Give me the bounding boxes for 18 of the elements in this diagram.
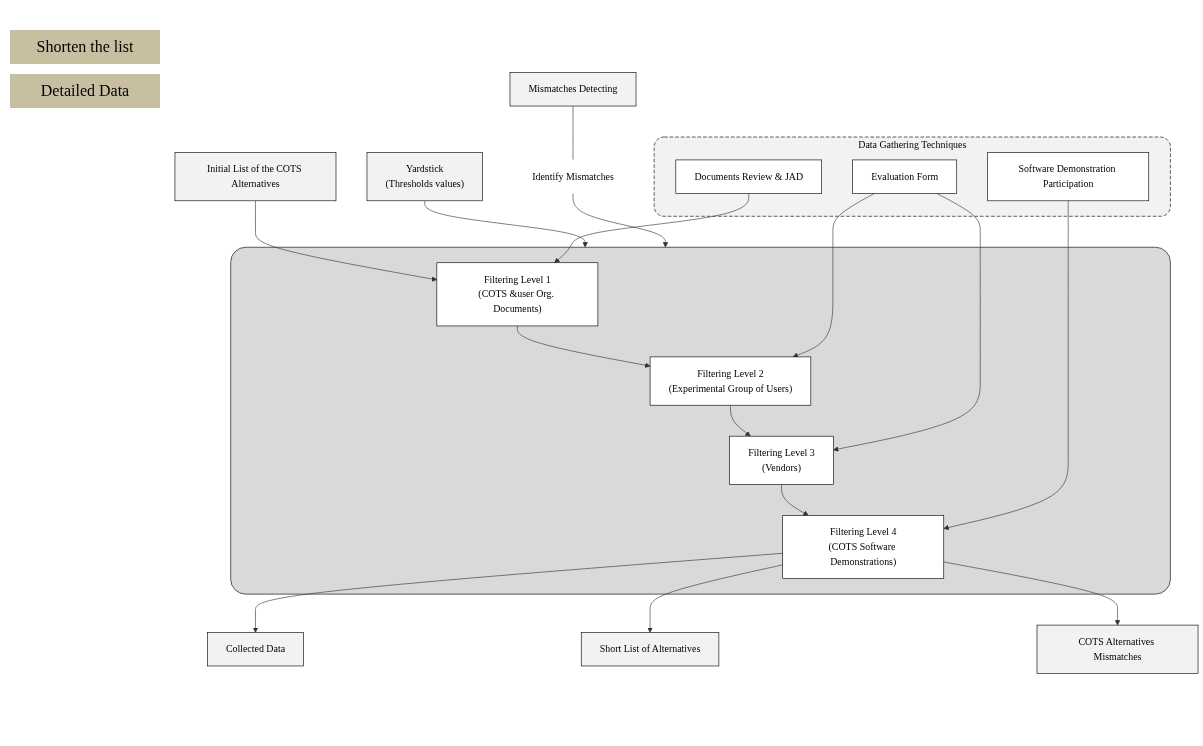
node-box: Filtering Level 4 (COTS Software Demonstrations) (782, 515, 945, 579)
connector (572, 105, 574, 161)
node-box: Filtering Level 1 (COTS &user Org. Documents) (436, 262, 599, 327)
node-box: Filtering Level 2 (Experimental Group of Users) (649, 356, 812, 406)
node-box: Documents Review & JAD (675, 159, 822, 194)
node-box: Short List of Alternatives (580, 632, 720, 667)
node-box: Filtering Level 3 (Vendors) (729, 435, 834, 485)
node-text: Identify Mismatches (532, 171, 614, 182)
node-box: Initial List of the COTS Alternatives (174, 152, 337, 202)
big-arrow-label: Shorten the list (10, 30, 160, 64)
cluster (230, 246, 1171, 595)
node-box: Yardstick (Thresholds values) (366, 152, 483, 202)
big-arrow-label: Detailed Data (10, 74, 160, 108)
node-box: Collected Data (207, 632, 304, 667)
node-box: Evaluation Form (852, 159, 958, 194)
node-box: Software Demonstration Participation (987, 152, 1150, 202)
node-box: COTS Alternatives Mismatches (1036, 624, 1199, 674)
node-box: Mismatches Detecting (509, 72, 637, 107)
